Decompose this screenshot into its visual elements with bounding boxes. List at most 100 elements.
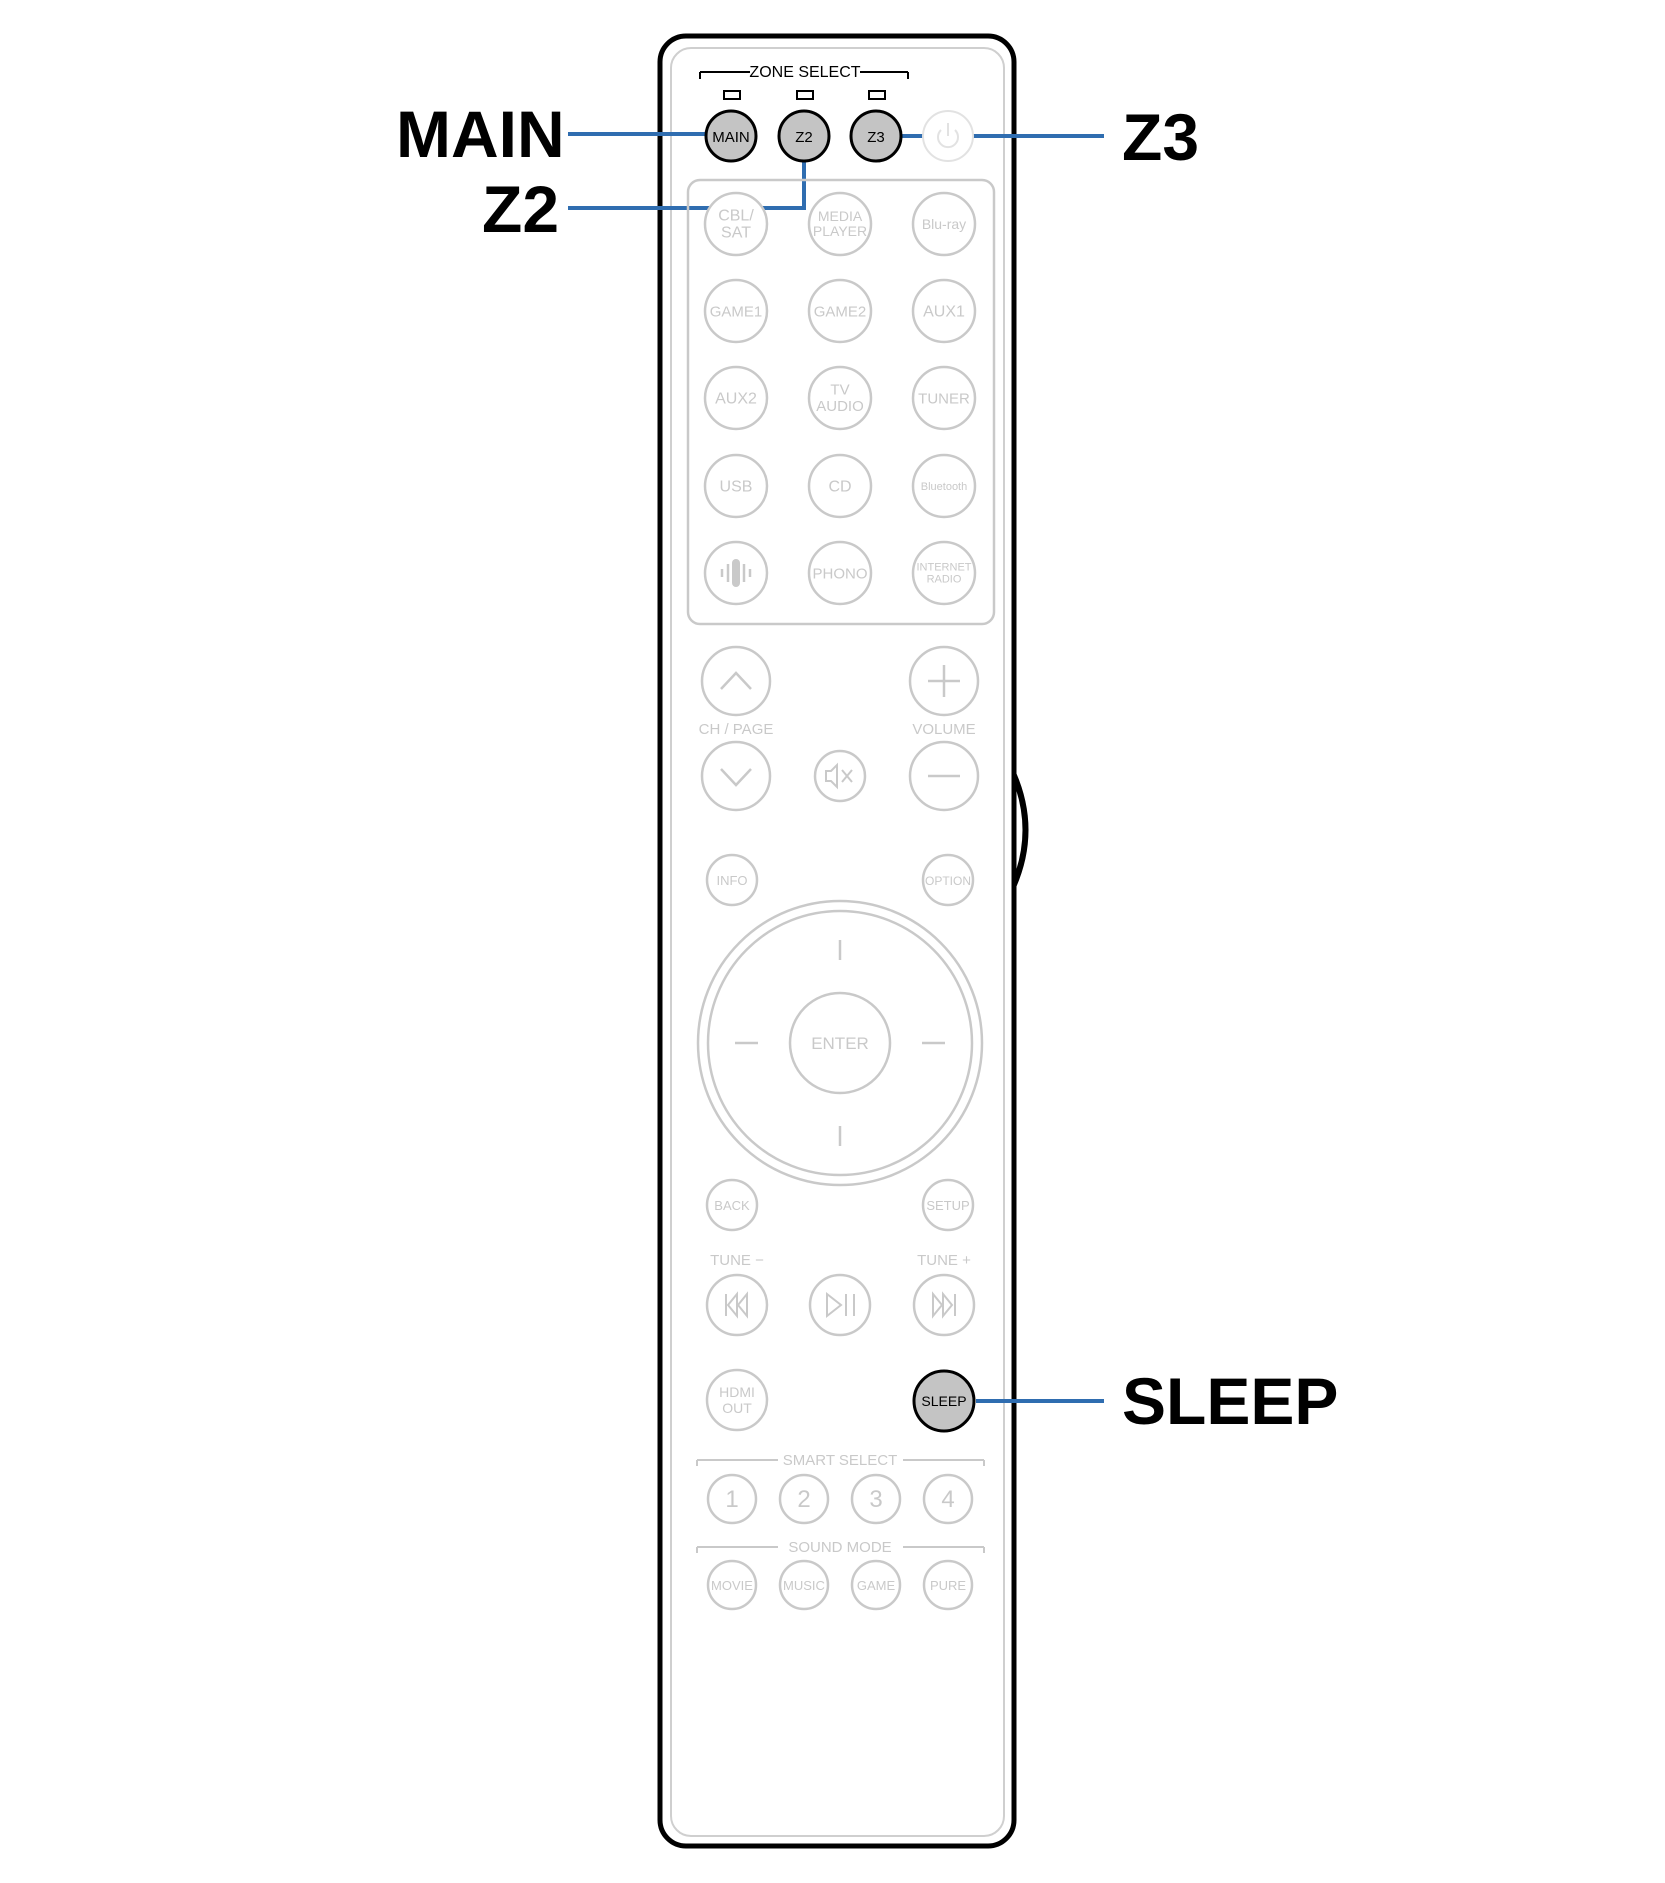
callout-main: MAIN — [396, 97, 565, 171]
source-button-label: PHONO — [812, 565, 867, 582]
source-button-game2[interactable]: GAME2 — [807, 278, 873, 344]
source-button-phono[interactable]: PHONO — [807, 540, 873, 606]
skip-back-icon — [725, 1291, 748, 1319]
source-button-aux1[interactable]: AUX1 — [911, 278, 977, 344]
zone-indicator-z3 — [868, 90, 886, 100]
source-button-label: CBL/SAT — [718, 207, 754, 241]
tune-minus-label: TUNE − — [710, 1252, 764, 1269]
volume-down-button[interactable] — [908, 740, 980, 812]
callout-line-z2 — [568, 160, 806, 210]
setup-button-label: SETUP — [926, 1198, 969, 1213]
sound-mode-button-label: PURE — [930, 1578, 966, 1593]
source-button-blu-ray[interactable]: Blu-ray — [911, 191, 977, 257]
smart-select-label: SMART SELECT — [783, 1452, 897, 1469]
enter-button[interactable]: ENTER — [788, 991, 892, 1095]
source-button-label: CD — [828, 479, 851, 496]
source-button-heos-icon[interactable] — [703, 540, 769, 606]
enter-button-label: ENTER — [811, 1034, 869, 1053]
play-pause-button[interactable] — [808, 1273, 872, 1337]
previous-button[interactable] — [705, 1273, 769, 1337]
sound-mode-button-pure[interactable]: PURE — [922, 1559, 974, 1611]
source-button-cd[interactable]: CD — [807, 453, 873, 519]
info-button[interactable]: INFO — [705, 853, 759, 907]
back-button[interactable]: BACK — [705, 1178, 759, 1232]
source-button-usb[interactable]: USB — [703, 453, 769, 519]
side-bump — [1010, 771, 1029, 889]
plus-icon — [928, 665, 960, 697]
smart-select-button-label: 3 — [869, 1486, 882, 1513]
zone-indicators — [723, 90, 886, 100]
callout-z2: Z2 — [482, 172, 560, 246]
zone-indicator-z2 — [796, 90, 814, 100]
option-button[interactable]: OPTION — [921, 853, 975, 907]
ch-page-label: CH / PAGE — [699, 721, 774, 738]
source-button-label: GAME1 — [710, 303, 763, 320]
remote-inner-border — [670, 47, 1005, 1837]
power-button[interactable] — [922, 110, 974, 162]
heos-icon — [720, 564, 752, 582]
next-button[interactable] — [912, 1273, 976, 1337]
zone-select-label: ZONE SELECT — [749, 64, 860, 81]
zone-indicator-main — [723, 90, 741, 100]
chevron-down-icon — [720, 768, 752, 787]
sound-mode-button-movie[interactable]: MOVIE — [706, 1559, 758, 1611]
smart-select-button-4[interactable]: 4 — [922, 1473, 974, 1525]
setup-button[interactable]: SETUP — [921, 1178, 975, 1232]
heos-icon-core — [732, 559, 740, 587]
sound-mode-button-label: GAME — [857, 1578, 896, 1593]
option-button-label: OPTION — [925, 874, 971, 888]
source-button-tuner[interactable]: TUNER — [911, 365, 977, 431]
source-button-bluetooth[interactable]: Bluetooth — [911, 453, 977, 519]
channel-up-button[interactable] — [700, 645, 772, 717]
smart-select-button-3[interactable]: 3 — [850, 1473, 902, 1525]
source-button-game1[interactable]: GAME1 — [703, 278, 769, 344]
source-button-cbl-sat[interactable]: CBL/SAT — [703, 191, 769, 257]
smart-select-button-1[interactable]: 1 — [706, 1473, 758, 1525]
mute-icon — [825, 762, 853, 790]
smart-select-button-2[interactable]: 2 — [778, 1473, 830, 1525]
sound-mode-button-game[interactable]: GAME — [850, 1559, 902, 1611]
sound-mode-button-label: MOVIE — [711, 1578, 753, 1593]
mute-button[interactable] — [813, 749, 867, 803]
sound-mode-button-music[interactable]: MUSIC — [778, 1559, 830, 1611]
channel-down-button[interactable] — [700, 740, 772, 812]
sleep-button-label: SLEEP — [921, 1393, 966, 1409]
sound-mode-buttons: MOVIE MUSIC GAME PURE — [706, 1559, 974, 1611]
back-button-label: BACK — [714, 1198, 750, 1213]
sound-mode-button-label: MUSIC — [783, 1578, 825, 1593]
main-zone-button[interactable]: MAIN — [704, 109, 758, 163]
sound-mode-label: SOUND MODE — [788, 1539, 891, 1556]
zone-select-header: ZONE SELECT — [699, 64, 909, 81]
source-button-label: TUNER — [918, 390, 970, 407]
sleep-button[interactable]: SLEEP — [912, 1369, 976, 1433]
z2-zone-button-label: Z2 — [795, 129, 813, 146]
source-button-label: Blu-ray — [922, 216, 966, 232]
source-panel — [686, 178, 996, 626]
volume-up-button[interactable] — [908, 645, 980, 717]
smart-select-header: SMART SELECT — [696, 1452, 985, 1469]
source-button-label: AUX2 — [715, 391, 757, 408]
z3-zone-button[interactable]: Z3 — [849, 109, 903, 163]
smart-select-button-label: 1 — [725, 1486, 738, 1513]
callout-sleep: SLEEP — [1122, 1364, 1339, 1438]
smart-select-button-label: 2 — [797, 1486, 810, 1513]
chevron-up-icon — [720, 671, 752, 690]
callout-z3: Z3 — [1122, 100, 1200, 174]
z2-zone-button[interactable]: Z2 — [777, 109, 831, 163]
volume-label: VOLUME — [912, 721, 975, 738]
source-button-label: USB — [720, 479, 753, 496]
source-button-aux2[interactable]: AUX2 — [703, 365, 769, 431]
source-button-label: AUX1 — [923, 304, 965, 321]
info-button-label: INFO — [716, 873, 747, 888]
source-button-label: Bluetooth — [921, 481, 967, 493]
